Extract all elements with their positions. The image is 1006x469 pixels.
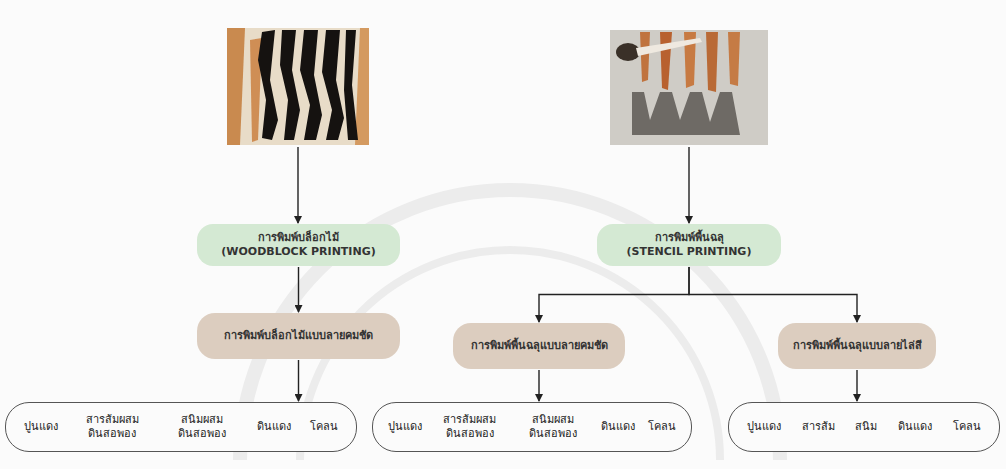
material-group: ปูนแดง สารส้มผสม ดินสอพอง สนิมผสม ดินสอพอง… bbox=[5, 402, 357, 452]
material-label: สารส้ม bbox=[802, 420, 835, 434]
technique-pill: การพิมพ์บล็อกไม้แบบลายคมชัด bbox=[197, 313, 400, 359]
category-pill: การพิมพ์บล็อกไม้(WOODBLOCK PRINTING) bbox=[197, 224, 400, 266]
material-label: โคลน bbox=[953, 420, 981, 434]
material-label: ดินแดง bbox=[898, 420, 932, 434]
node-label: การพิมพ์พื้นฉลุแบบลายคมชัด bbox=[471, 339, 608, 353]
node-label: (WOODBLOCK PRINTING) bbox=[221, 245, 375, 259]
node-label: การพิมพ์บล็อกไม้ bbox=[258, 231, 339, 245]
photo-arrows bbox=[298, 147, 689, 223]
flow-arrow bbox=[856, 370, 857, 401]
flow-arrow bbox=[539, 267, 689, 322]
material-group: ปูนแดง สารส้มผสม ดินสอพอง สนิมผสม ดินสอพอง… bbox=[372, 402, 692, 452]
material-label: สนิมผสม ดินสอพอง bbox=[167, 413, 237, 441]
material-group: ปูนแดง สารส้ม สนิม ดินแดง โคลน bbox=[728, 402, 1000, 452]
category-pill: การพิมพ์พื้นฉลุ(STENCIL PRINTING) bbox=[597, 224, 781, 266]
material-label: สารส้มผสม ดินสอพอง bbox=[435, 413, 505, 441]
flow-arrow bbox=[298, 360, 299, 401]
material-label: สนิม bbox=[855, 420, 877, 434]
stencil-photo bbox=[610, 30, 768, 145]
node-label: (STENCIL PRINTING) bbox=[627, 245, 752, 259]
material-label: ดินแดง bbox=[257, 420, 291, 434]
material-label: สารส้มผสม ดินสอพอง bbox=[77, 413, 147, 441]
material-label: โคลน bbox=[648, 420, 676, 434]
flow-arrow bbox=[538, 370, 539, 401]
woodblock-photo bbox=[227, 28, 369, 145]
material-label: ปูนแดง bbox=[388, 420, 422, 434]
material-label: สนิมผสม ดินสอพอง bbox=[518, 413, 588, 441]
technique-pill: การพิมพ์พื้นฉลุแบบลายไล่สี bbox=[778, 323, 936, 369]
technique-pill: การพิมพ์พื้นฉลุแบบลายคมชัด bbox=[453, 323, 625, 369]
node-label: การพิมพ์พื้นฉลุ bbox=[655, 231, 724, 245]
node-label: การพิมพ์บล็อกไม้แบบลายคมชัด bbox=[224, 329, 373, 343]
material-label: ปูนแดง bbox=[24, 420, 58, 434]
node-label: การพิมพ์พื้นฉลุแบบลายไล่สี bbox=[793, 339, 922, 353]
material-label: โคลน bbox=[310, 420, 338, 434]
material-label: ดินแดง bbox=[601, 420, 635, 434]
flow-arrow bbox=[689, 267, 857, 322]
flow-arrow bbox=[298, 267, 299, 312]
material-label: ปูนแดง bbox=[747, 420, 781, 434]
